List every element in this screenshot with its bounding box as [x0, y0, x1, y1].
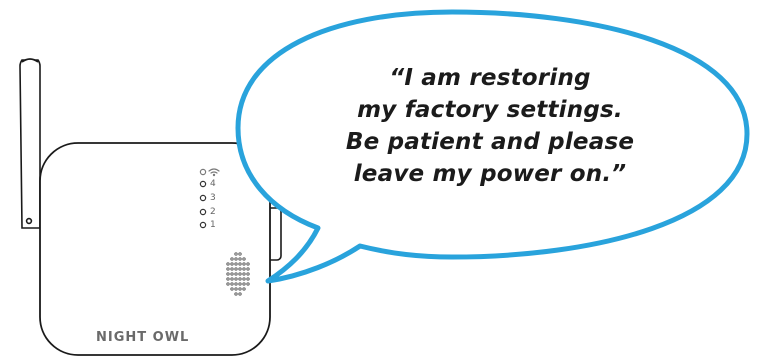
led-label-1: 1	[210, 220, 216, 230]
wifi-icon	[199, 168, 220, 177]
device-body	[39, 142, 271, 356]
led-4-dot	[199, 180, 207, 188]
led-3-dot	[199, 194, 207, 202]
led-label-2: 2	[210, 207, 216, 217]
bubble-line-4: leave my power on.”	[353, 161, 627, 187]
bubble-line-2: my factory settings.	[357, 97, 623, 123]
speaker-grille	[226, 252, 250, 296]
speech-bubble-text: “I am restoring my factory settings. Be …	[320, 62, 660, 190]
led-label-3: 3	[210, 193, 216, 203]
brand-logo-text: NIGHT OWL	[96, 330, 190, 345]
status-led-dots	[199, 180, 207, 229]
antenna	[19, 58, 41, 229]
led-1-dot	[199, 221, 207, 229]
led-label-4: 4	[210, 179, 216, 189]
led-2-dot	[199, 208, 207, 216]
speech-bubble	[235, 9, 750, 284]
bubble-line-1: “I am restoring	[389, 65, 591, 91]
bubble-line-3: Be patient and please	[345, 129, 635, 155]
